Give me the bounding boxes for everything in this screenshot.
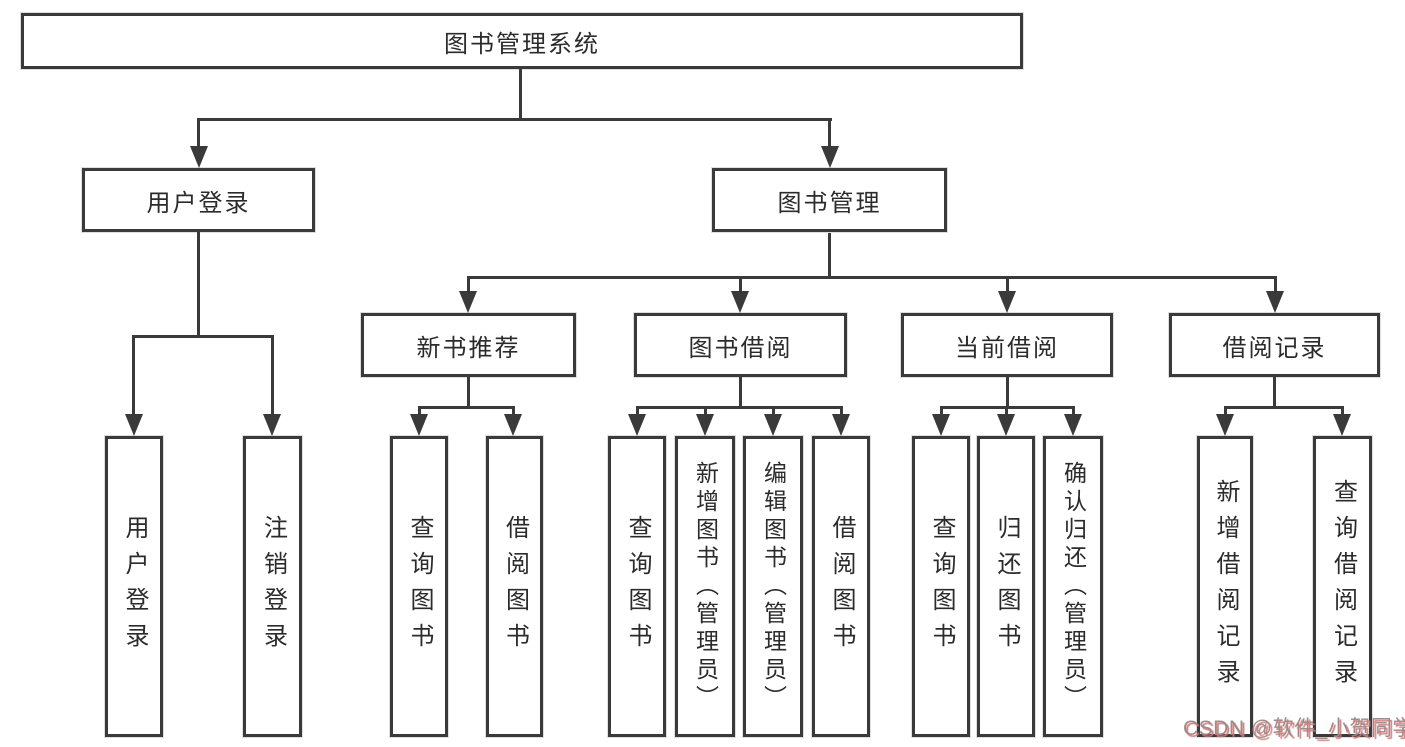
node-book-borrow: 图书借阅 [634,313,847,377]
node-current-borrow-label: 当前借阅 [955,334,1059,362]
arrowhead-down-icon [1216,414,1234,436]
connector-line [1273,377,1276,408]
connector-line [197,118,200,146]
arrowhead-down-icon [998,291,1016,313]
arrowhead-down-icon [1333,414,1351,436]
connector-line [840,406,843,416]
leaf-borrow-books-recommend: 借阅图书 [486,436,543,737]
connector-line [828,118,831,146]
leaf-confirm-return-admin: 确认归还（管理员） [1043,436,1103,737]
leaf-add-borrow-record-label: 新增借阅记录 [1212,478,1239,695]
connector-line [636,406,639,416]
arrowhead-down-icon [821,146,839,168]
node-book-borrow-label: 图书借阅 [688,334,793,362]
connector-line [940,406,943,416]
connector-line [636,406,842,409]
connector-line [1072,406,1075,416]
node-new-book-recommend: 新书推荐 [361,313,576,377]
connector-line [512,406,515,416]
connector-line [418,406,515,409]
node-book-management-label: 图书管理 [777,189,882,217]
connector-line [704,406,707,416]
leaf-add-borrow-record: 新增借阅记录 [1197,436,1253,737]
csdn-watermark: CSDN @软件_小贺同学 [1183,717,1405,740]
leaf-return-book-label: 归还图书 [993,514,1020,659]
connector-line [271,335,274,416]
arrowhead-down-icon [628,414,646,436]
leaf-query-books-current: 查询图书 [912,436,970,737]
arrowhead-down-icon [504,414,522,436]
node-new-book-recommend-label: 新书推荐 [416,334,521,362]
node-user-login-label: 用户登录 [146,189,251,217]
connector-line [197,232,200,337]
connector-line [1224,406,1227,416]
arrowhead-down-icon [410,414,428,436]
leaf-edit-book-admin-label: 编辑图书（管理员） [760,460,787,713]
arrowhead-down-icon [832,414,850,436]
leaf-confirm-return-admin-label: 确认归还（管理员） [1060,460,1087,713]
connector-line [739,377,742,408]
arrowhead-down-icon [731,291,749,313]
arrowhead-down-icon [932,414,950,436]
connector-line [132,335,135,416]
node-borrow-records: 借阅记录 [1169,313,1380,377]
arrowhead-down-icon [696,414,714,436]
connector-line [519,69,522,121]
connector-line [467,377,470,408]
arrowhead-down-icon [1266,291,1284,313]
node-root: 图书管理系统 [21,13,1023,69]
connector-line [1006,276,1009,293]
leaf-user-login: 用户登录 [105,436,163,737]
node-borrow-records-label: 借阅记录 [1222,334,1327,362]
leaf-borrow-books-recommend-label: 借阅图书 [501,514,529,659]
node-current-borrow: 当前借阅 [901,313,1113,377]
leaf-add-book-admin-label: 新增图书（管理员） [692,460,719,713]
connector-line [418,406,421,416]
connector-line [197,118,832,121]
leaf-logout: 注销登录 [243,436,302,737]
leaf-user-login-label: 用户登录 [121,514,148,659]
leaf-query-borrow-record: 查询借阅记录 [1313,436,1372,737]
leaf-query-books-current-label: 查询图书 [928,514,955,659]
arrowhead-down-icon [190,146,208,168]
leaf-query-borrow-record-label: 查询借阅记录 [1329,478,1357,695]
node-user-login: 用户登录 [82,168,315,232]
node-root-label: 图书管理系统 [444,30,600,58]
leaf-query-books-borrow-label: 查询图书 [624,514,651,659]
leaf-borrow-books-label: 借阅图书 [828,514,855,659]
connector-line [739,276,742,293]
arrowhead-down-icon [764,414,782,436]
arrowhead-down-icon [997,414,1015,436]
connector-line [467,276,1277,279]
arrowhead-down-icon [1064,414,1082,436]
connector-line [1224,406,1344,409]
node-book-management: 图书管理 [712,168,947,232]
leaf-query-books-recommend: 查询图书 [390,436,448,737]
connector-line [828,233,831,278]
leaf-edit-book-admin: 编辑图书（管理员） [743,436,803,737]
leaf-add-book-admin: 新增图书（管理员） [675,436,735,737]
leaf-logout-label: 注销登录 [259,514,287,659]
connector-line [1341,406,1344,416]
connector-line [772,406,775,416]
leaf-borrow-books: 借阅图书 [812,436,870,737]
connector-line [132,335,274,338]
arrowhead-down-icon [263,414,281,436]
arrowhead-down-icon [125,414,143,436]
leaf-return-book: 归还图书 [977,436,1035,737]
connector-line [1006,377,1009,408]
arrowhead-down-icon [459,291,477,313]
connector-line [1274,276,1277,293]
connector-line [467,276,470,293]
leaf-query-books-borrow: 查询图书 [608,436,666,737]
connector-line [1005,406,1008,416]
leaf-query-books-recommend-label: 查询图书 [406,514,433,659]
